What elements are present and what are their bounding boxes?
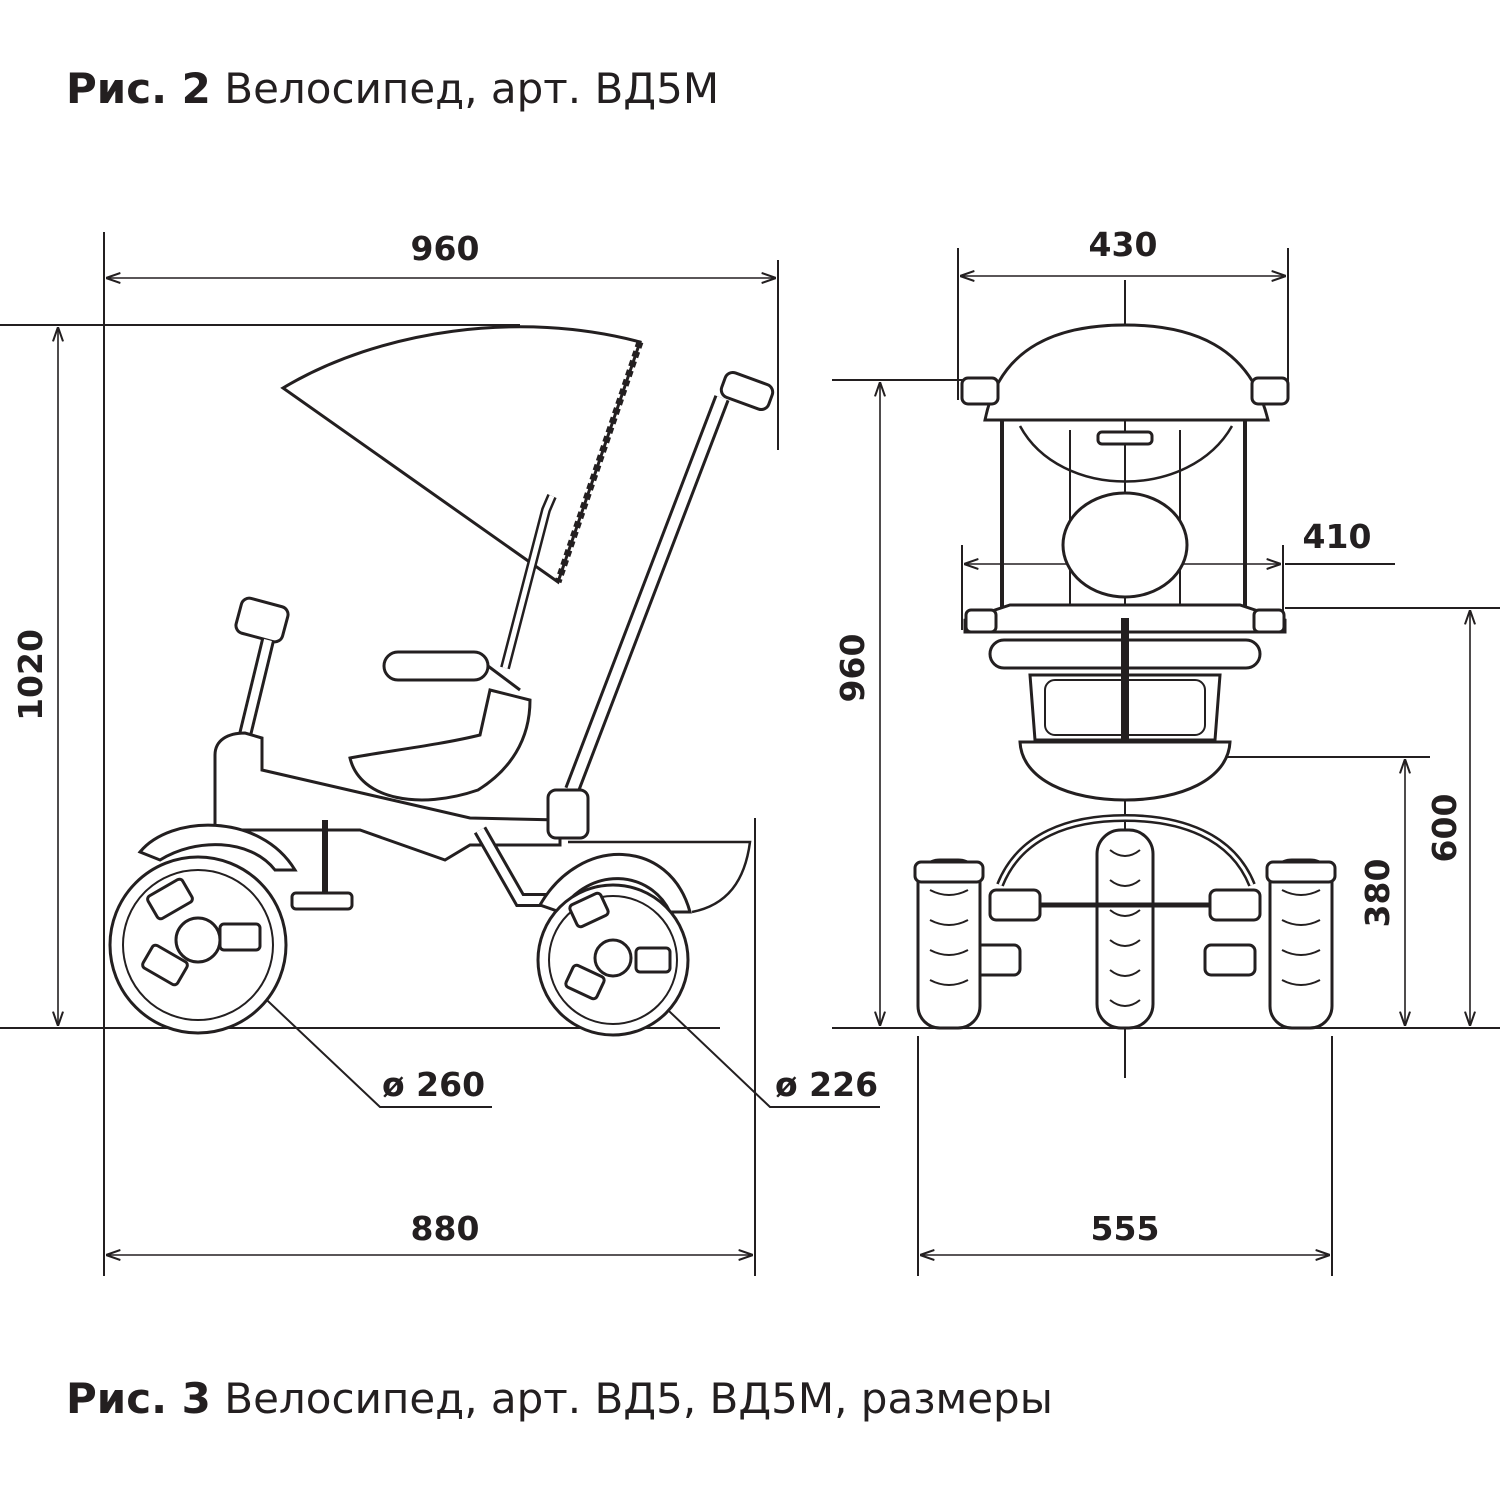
rear-wheel-left bbox=[916, 858, 982, 1030]
pedal-side bbox=[290, 891, 354, 911]
dim-canopy-width: 430 bbox=[1089, 225, 1158, 264]
rear-wheel-right bbox=[1268, 858, 1334, 1030]
dim-overall-length: 960 bbox=[411, 229, 480, 268]
handlebar-grip-left bbox=[964, 608, 998, 634]
dim-rear-wheel-diameter: ø 226 bbox=[775, 1065, 878, 1104]
rear-fender bbox=[537, 853, 692, 914]
dim-seat-height: 380 bbox=[1358, 859, 1397, 928]
pedal-right bbox=[1208, 888, 1262, 922]
front-wheel-front bbox=[1095, 828, 1155, 1030]
dim-track-width: 555 bbox=[1091, 1209, 1160, 1248]
tricycle-side-illustration bbox=[108, 325, 775, 1037]
canopy-front bbox=[983, 323, 1270, 422]
handlebar-grip-right bbox=[1252, 608, 1286, 634]
canopy-clip-left bbox=[960, 376, 1000, 406]
figure-3-number: Рис. 3 bbox=[66, 1374, 211, 1423]
figure-3-title: Велосипед, арт. ВД5, ВД5М, размеры bbox=[224, 1374, 1053, 1423]
figure-2-caption: Рис. 2 Велосипед, арт. ВД5М bbox=[66, 64, 719, 113]
pedal-left bbox=[988, 888, 1042, 922]
front-view: 430 410 960 600 380 555 bbox=[832, 225, 1500, 1276]
tricycle-front-illustration bbox=[913, 323, 1337, 1030]
seat-front bbox=[1018, 740, 1232, 802]
rear-wheel-hub bbox=[593, 938, 633, 978]
front-fender bbox=[137, 823, 298, 872]
front-wheel-hub bbox=[174, 916, 222, 964]
dim-front-height: 960 bbox=[833, 634, 872, 703]
figure-3-caption: Рис. 3 Велосипед, арт. ВД5, ВД5М, размер… bbox=[66, 1374, 1053, 1423]
canopy-edge bbox=[554, 340, 644, 584]
backrest-front bbox=[1061, 491, 1189, 599]
figure-2-title: Велосипед, арт. ВД5М bbox=[224, 64, 720, 113]
rear-axle-housing bbox=[546, 788, 590, 840]
canopy-clip-right bbox=[1250, 376, 1290, 406]
dim-wheelbase-length: 880 bbox=[411, 1209, 480, 1248]
side-view: 960 1020 880 ø 260 ø 226 bbox=[0, 229, 880, 1276]
canopy-side bbox=[280, 325, 642, 585]
dim-height: 1020 bbox=[11, 629, 50, 721]
safety-bar bbox=[382, 650, 490, 682]
dim-front-wheel-diameter: ø 260 bbox=[382, 1065, 485, 1104]
seat-side bbox=[348, 688, 532, 802]
dim-handlebar-width: 410 bbox=[1303, 517, 1372, 556]
push-handle-grip bbox=[719, 370, 775, 412]
dim-handlebar-height: 600 bbox=[1425, 794, 1464, 863]
frame-side bbox=[213, 731, 562, 862]
handlebar-grip-side bbox=[234, 596, 290, 644]
figure-2-number: Рис. 2 bbox=[66, 64, 211, 113]
